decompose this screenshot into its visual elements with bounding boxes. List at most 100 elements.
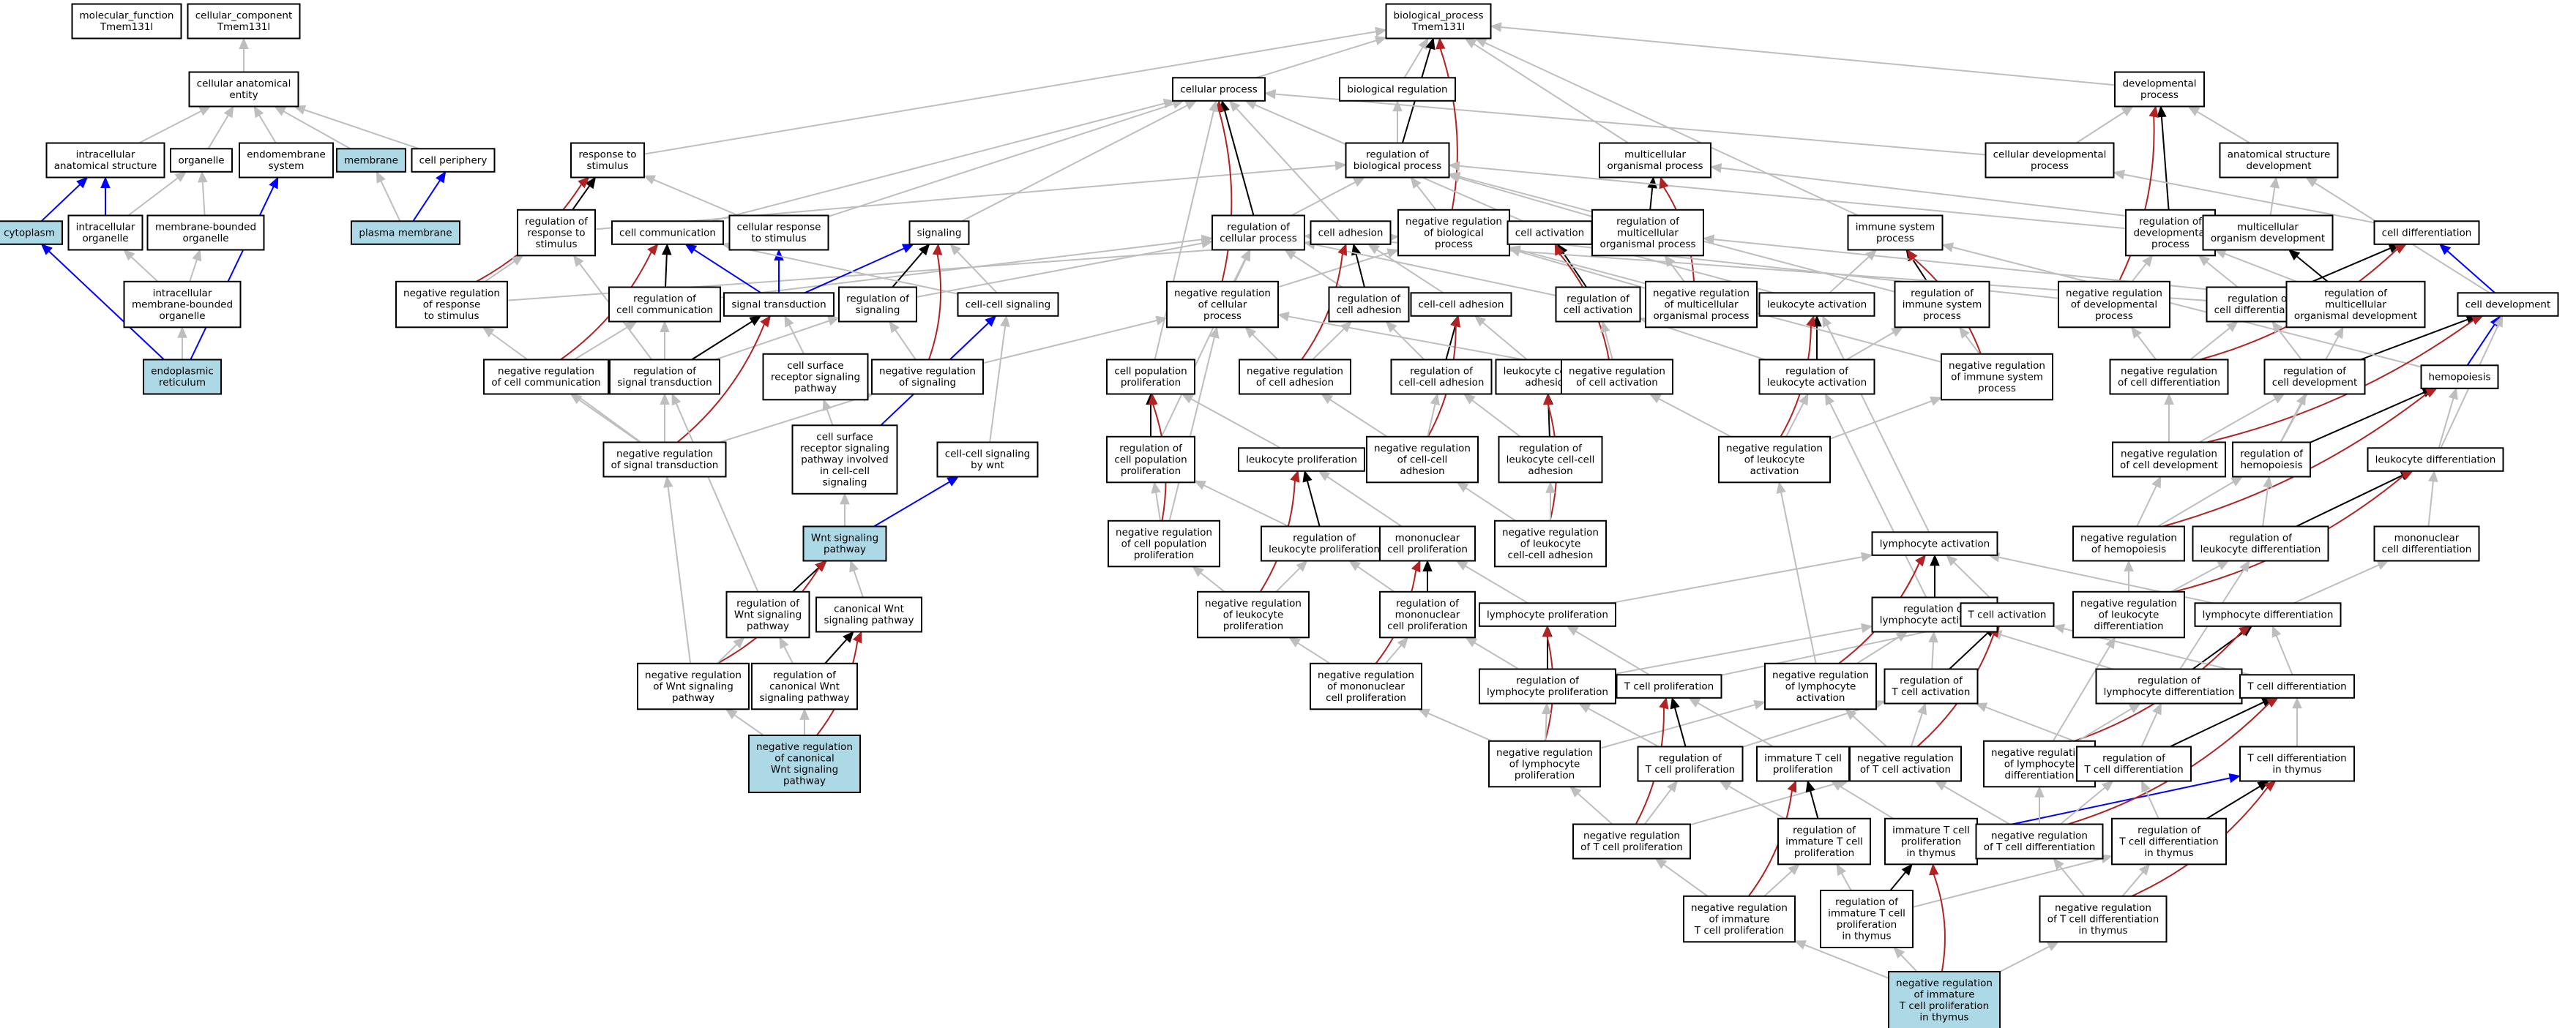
go-term-node[interactable]: cell differentiation — [2373, 220, 2480, 245]
go-term-node[interactable]: organelle — [170, 148, 233, 173]
go-term-node[interactable]: cellular process — [1172, 77, 1266, 102]
go-term-node[interactable]: lymphocyte differentiation — [2194, 602, 2342, 627]
go-term-node[interactable]: leukocyte activation — [1758, 292, 1875, 317]
go-term-node[interactable]: cell activation — [1507, 220, 1593, 245]
go-term-node[interactable]: cell adhesion — [1310, 220, 1392, 245]
go-term-node[interactable]: signaling — [908, 220, 970, 245]
go-term-node[interactable]: signal transduction — [723, 292, 835, 317]
go-term-node[interactable]: cell communication — [611, 220, 724, 245]
go-term-node[interactable]: hemopoiesis — [2420, 364, 2499, 389]
go-term-node[interactable]: leukocyte differentiation — [2367, 447, 2504, 472]
go-term-node[interactable]: T cell differentiation — [2239, 674, 2355, 699]
go-term-node[interactable]: lymphocyte activation — [1871, 531, 1998, 556]
go-term-node[interactable]: membrane — [336, 148, 406, 173]
go-term-node[interactable]: plasma membrane — [351, 220, 460, 245]
go-term-node[interactable]: cell periphery — [411, 148, 496, 173]
go-term-node[interactable]: biological regulation — [1339, 77, 1456, 102]
go-term-node[interactable]: T cell proliferation — [1616, 674, 1722, 699]
go-term-node[interactable]: T cell activation — [1960, 602, 2055, 627]
go-term-node[interactable]: leukocyte proliferation — [1238, 447, 1365, 472]
go-term-node[interactable]: cell development — [2457, 292, 2559, 317]
go-term-node[interactable]: lymphocyte proliferation — [1479, 602, 1616, 627]
